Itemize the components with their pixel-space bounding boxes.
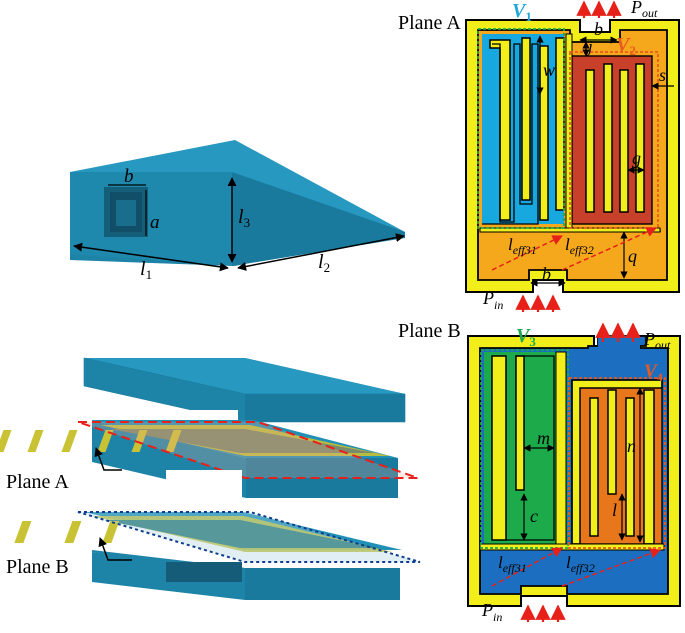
plane-a-pout-label: Pout [630,0,658,20]
exploded-plane-a-label: Plane A [6,471,69,493]
v4-outline [568,377,666,549]
v1-label: V1 [512,0,532,24]
v4-label: V4 [644,361,663,384]
dim-l3-label: l3 [238,206,250,230]
plane-a-dim-j: j [586,37,593,56]
v2-label: V2 [616,34,636,58]
plane-a-dim-g: g [632,148,641,168]
plane-a-dim-q: q [628,246,637,266]
v1-outline [477,28,565,229]
plane-b-pout-label: Pout [643,329,671,352]
dim-b-label: b [124,166,134,187]
plane-a-dim-w: w [543,60,555,80]
plane-b-title: Plane B [398,320,461,342]
waveguide-block: b a l1 l2 l3 [70,140,405,282]
plane-b-diagram: Plane B [398,320,681,624]
exploded-view: Plane A Plane B [0,357,421,600]
dim-l1-label: l1 [140,258,152,282]
plane-a-diagram: Plane A [398,0,680,312]
v2-outline [569,51,659,229]
plane-b-dim-m: m [537,428,550,448]
plane-b-dim-c: c [530,506,538,526]
exploded-plane-b-label: Plane B [6,556,69,578]
plane-b-pin-label: Pin [481,600,502,624]
v3-outline [480,349,569,549]
plane-a-leff31: leff31 [508,235,537,257]
plane-b-outline [77,511,421,563]
plane-b-dim-l: l [612,500,617,520]
plane-a-title: Plane A [398,12,461,34]
dim-l2-label: l2 [318,251,330,275]
plane-a-outline [77,421,419,479]
plane-b-output-port [598,336,640,350]
plane-b-leff32: leff32 [566,553,595,575]
plane-a-dim-s: s [659,65,666,85]
plane-b-dim-n: n [627,436,636,456]
plane-b-leff31: leff31 [498,553,527,575]
v3-label: V3 [516,325,536,349]
plane-a-pin-label: Pin [482,288,503,312]
plane-a-leff32: leff32 [565,235,594,257]
dim-a-label: a [150,212,160,233]
plane-a-dim-b-bottom: b [542,264,551,284]
plane-a-dim-b-top: b [594,19,603,39]
